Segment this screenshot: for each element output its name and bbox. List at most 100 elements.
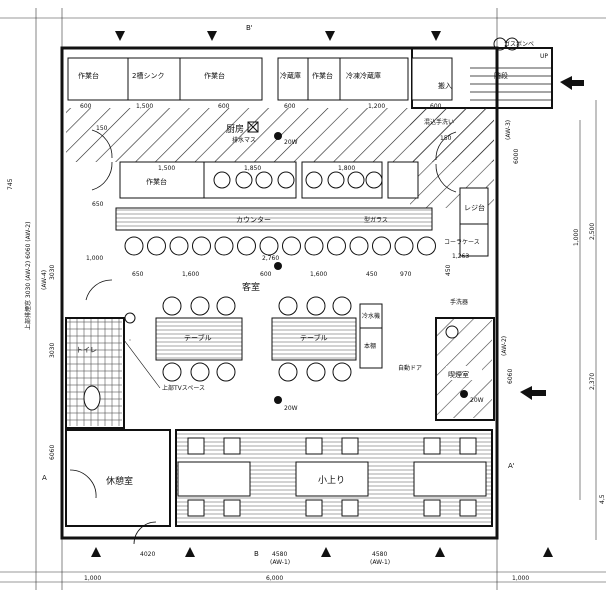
zashiki-cushion	[223, 437, 241, 455]
counter-stool	[214, 236, 234, 256]
section-mark-b-prime: B'	[246, 24, 253, 32]
bookshelf	[359, 327, 383, 369]
table-chair	[216, 296, 236, 316]
zashiki-cushion	[459, 437, 477, 455]
svg-text:650: 650	[92, 201, 104, 208]
dining-dims: 650 1,600 600 1,600 450 970	[132, 271, 412, 278]
smoking-room-label: 喫煙室	[448, 370, 469, 379]
svg-text:600: 600	[260, 271, 272, 278]
counter-stools	[124, 236, 436, 256]
back-equipment-row	[67, 57, 453, 101]
svg-text:1,200: 1,200	[368, 103, 385, 110]
section-mark-b: B	[254, 550, 259, 558]
zashiki-label-bg	[314, 472, 350, 486]
zashiki-tables	[177, 461, 487, 497]
counter-stool	[372, 236, 391, 256]
counter-stool	[147, 236, 166, 256]
toilet-wall	[65, 317, 125, 429]
floor-drain-icon	[247, 121, 259, 133]
zashiki-cushion	[305, 499, 323, 517]
column-markers	[91, 31, 553, 557]
smoking-lamp-label: 20W	[470, 397, 484, 404]
svg-text:1,000: 1,000	[86, 255, 103, 262]
zashiki-cushion	[341, 437, 359, 455]
svg-text:745: 745	[7, 178, 14, 190]
zashiki-cushions	[187, 437, 477, 517]
kitchen-label: 厨房	[226, 123, 244, 135]
stairs	[470, 67, 552, 101]
column-marker-triangle	[431, 31, 441, 41]
svg-text:600: 600	[80, 103, 92, 110]
toilet-label: トイレ	[76, 346, 97, 354]
tv-space-label: 上部TVスペース	[162, 384, 205, 392]
counter-stool	[169, 236, 189, 256]
column-marker-triangle	[91, 547, 101, 557]
top-dimensions: 600 1,500 600 600 1,200 600	[80, 103, 442, 110]
rest-room-label: 休憩室	[106, 475, 133, 487]
rest-room-wall	[65, 429, 171, 527]
stairs-label: 階段	[494, 71, 508, 80]
kitchen-lamp-label: 20W	[284, 139, 298, 146]
zashiki-cushion	[341, 499, 359, 517]
table-chair	[332, 296, 352, 316]
right-vertical-dims: (AW-3) 6000 (AW-2) 6060 2,500 2,370 1,00…	[445, 120, 606, 504]
svg-text:(AW-1): (AW-1)	[370, 559, 390, 566]
counter-stool	[394, 236, 414, 256]
svg-text:1,000: 1,000	[84, 575, 101, 582]
svg-text:1,000: 1,000	[573, 229, 580, 246]
dining-label: 客室	[242, 281, 260, 293]
entry-label: 搬入	[438, 81, 452, 90]
section-mark-a-prime: A'	[508, 462, 515, 470]
svg-text:3030: 3030	[49, 343, 56, 358]
zashiki-cushion	[423, 437, 441, 455]
work-table-label-2: 作業台	[204, 71, 225, 80]
fridge-label: 冷蔵庫	[280, 71, 301, 80]
table-1	[155, 317, 243, 361]
smoking-room-wall	[435, 317, 495, 421]
svg-text:1,000: 1,000	[512, 575, 529, 582]
column-marker-triangle	[543, 547, 553, 557]
svg-text:2,760: 2,760	[262, 255, 279, 262]
door-swings	[69, 129, 457, 545]
table-chair	[332, 362, 352, 382]
table-chair	[306, 362, 326, 382]
sink-label: 2槽シンク	[132, 71, 164, 80]
svg-text:1,800: 1,800	[338, 165, 355, 172]
zashiki-cushion	[459, 499, 477, 517]
cook-line	[119, 161, 419, 199]
toilet-door-swing	[85, 279, 113, 301]
burners	[213, 171, 383, 189]
work-table-label-1: 作業台	[78, 71, 99, 80]
cola-case-label: コーラケース	[444, 239, 480, 246]
entry-arrow-right	[520, 386, 546, 400]
kitchen-lamp-icon	[274, 132, 282, 140]
column-marker-triangle	[321, 547, 331, 557]
svg-text:(AW-3): (AW-3)	[505, 120, 512, 140]
svg-text:150: 150	[440, 135, 452, 142]
svg-text:1,850: 1,850	[244, 165, 261, 172]
register-label: レジ台	[464, 203, 485, 212]
table-1-label: テーブル	[184, 333, 212, 342]
counter-stool	[304, 236, 324, 256]
counter-stool	[282, 236, 301, 256]
freezer-fridge-label: 冷凍冷蔵庫	[346, 71, 381, 80]
left-vertical-dims: 上部排煙窓 3030 (AW-2) 6060 (AW-2) 745 3030 (…	[7, 178, 56, 460]
svg-text:600: 600	[218, 103, 230, 110]
counter-stool	[417, 236, 436, 256]
svg-text:(AW-2): (AW-2)	[501, 336, 508, 356]
hand-wash-2-label: 混込手洗い	[424, 118, 454, 126]
dining-lamp-icon	[274, 396, 282, 404]
work-table-label-3: 作業台	[312, 71, 333, 80]
column-marker-triangle	[185, 547, 195, 557]
table-chair	[162, 296, 182, 316]
svg-text:上部排煙窓 3030 (AW-2) 6060 (AW-2): 上部排煙窓 3030 (AW-2) 6060 (AW-2)	[24, 222, 32, 330]
svg-text:4580: 4580	[372, 551, 387, 558]
floor-drain-label: 排水マス	[232, 136, 256, 144]
svg-text:600: 600	[284, 103, 296, 110]
table-chair	[216, 362, 236, 382]
svg-text:1,500: 1,500	[158, 165, 175, 172]
table-chair	[278, 296, 298, 316]
smoking-label-bg	[446, 366, 482, 380]
dining-lamp-label: 20W	[284, 405, 298, 412]
svg-text:(AW-1): (AW-1)	[270, 559, 290, 566]
